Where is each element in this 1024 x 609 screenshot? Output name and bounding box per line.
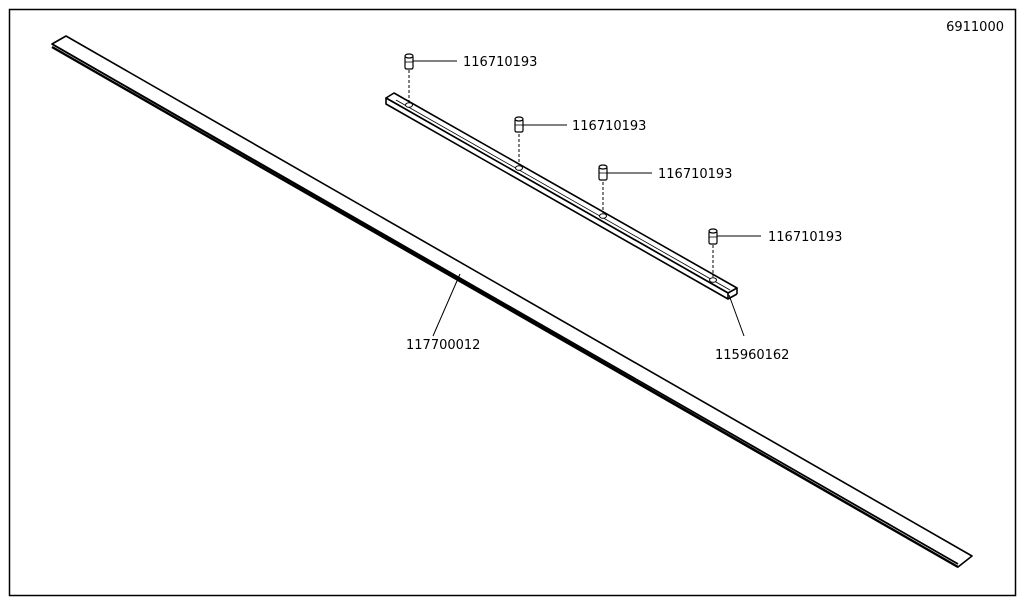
pin-2 (514, 116, 524, 133)
short-bar-end-edge (727, 293, 738, 300)
bar-holes (405, 102, 717, 283)
label-short-bar: 115960162 (715, 348, 789, 363)
label-pin-4: 116710193 (768, 230, 842, 245)
bar-hole-4 (709, 277, 717, 283)
figure-id: 6911000 (946, 20, 1004, 35)
label-long-strip: 117700012 (406, 338, 480, 353)
long-strip-outline (51, 35, 973, 568)
bar-hole-3 (599, 213, 607, 219)
bar-hole-1 (405, 102, 413, 108)
pin-1 (404, 53, 414, 70)
leader-lines (413, 60, 761, 337)
short-bar-inner-line (395, 99, 731, 291)
bar-hole-2 (515, 165, 523, 171)
label-pin-3: 116710193 (658, 167, 732, 182)
long-strip-bottom-edge (51, 45, 959, 569)
leader-short-bar (728, 294, 745, 337)
long-strip-front-edge (51, 43, 959, 565)
label-pin-1: 116710193 (463, 55, 537, 70)
pin-3 (598, 164, 608, 181)
diagram-frame (8, 8, 1017, 597)
assembly-lines (408, 70, 714, 277)
leader-long-strip (432, 273, 461, 337)
short-bar (385, 92, 738, 300)
label-pin-2: 116710193 (572, 119, 646, 134)
pin-4 (708, 228, 718, 245)
long-strip (51, 35, 973, 569)
